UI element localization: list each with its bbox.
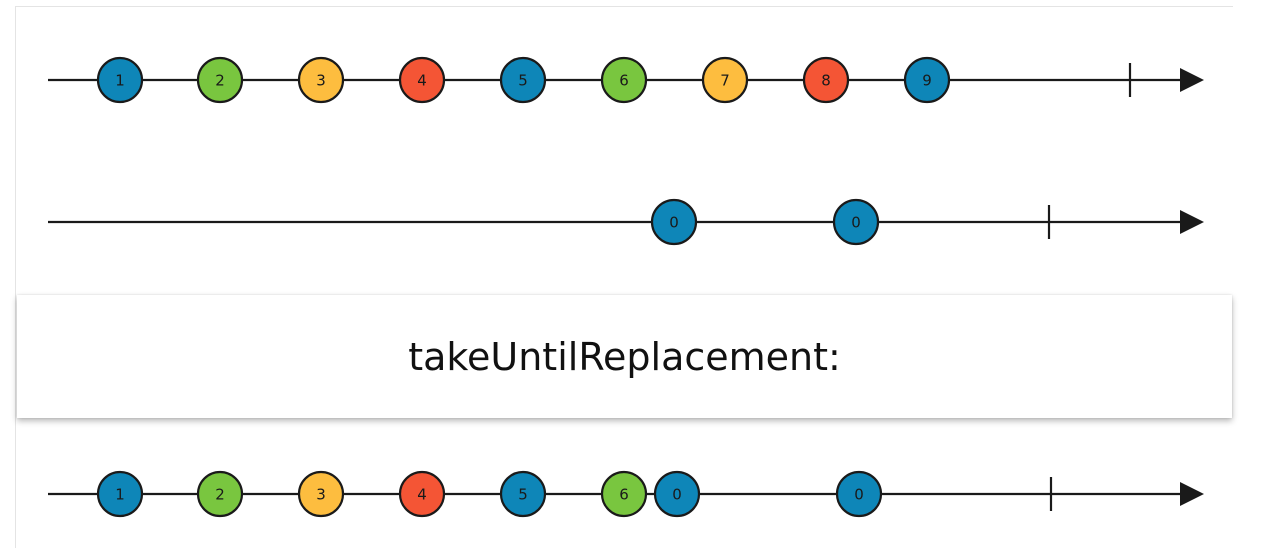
marble-label: 3: [316, 72, 326, 90]
marble-circle: [600, 56, 648, 104]
marble-circle: [701, 56, 749, 104]
marble: 1: [96, 470, 144, 518]
marble-circle: [802, 56, 850, 104]
source-timeline-svg: 1 2 3 4 5 6 7 8 9: [48, 56, 1204, 104]
marble: 0: [832, 198, 880, 246]
marble: 3: [297, 56, 345, 104]
marble-label: 7: [720, 72, 730, 90]
marble-circle: [196, 470, 244, 518]
marble: 5: [499, 470, 547, 518]
marble-circle: [297, 470, 345, 518]
operator-box: takeUntilReplacement:: [17, 295, 1232, 418]
arrow-head: [1180, 482, 1204, 506]
marble-circle: [600, 470, 648, 518]
marble-label: 0: [854, 486, 864, 504]
result-timeline-svg: 1 2 3 4 5 6 0 0: [48, 470, 1204, 518]
marble-label: 1: [115, 72, 125, 90]
marble-circle: [499, 56, 547, 104]
marble: 1: [96, 56, 144, 104]
marble-label: 2: [215, 72, 225, 90]
marble: 6: [600, 470, 648, 518]
marble-label: 5: [518, 486, 528, 504]
marble: 2: [196, 56, 244, 104]
marble: 5: [499, 56, 547, 104]
marble: 8: [802, 56, 850, 104]
marble: 0: [650, 198, 698, 246]
marble-circle: [835, 470, 883, 518]
marble-label: 0: [672, 486, 682, 504]
marble-label: 4: [417, 72, 427, 90]
diagram-frame: [15, 6, 1233, 548]
marble-label: 5: [518, 72, 528, 90]
marble-circle: [297, 56, 345, 104]
marble-circle: [832, 198, 880, 246]
marble: 2: [196, 470, 244, 518]
marble: 6: [600, 56, 648, 104]
marble-circle: [903, 56, 951, 104]
marble-circle: [650, 198, 698, 246]
marble-label: 8: [821, 72, 831, 90]
marble-circle: [398, 56, 446, 104]
marble: 9: [903, 56, 951, 104]
marble-circle: [653, 470, 701, 518]
marble: 7: [701, 56, 749, 104]
arrow-head: [1180, 68, 1204, 92]
source-timeline: 1 2 3 4 5 6 7 8 9: [0, 50, 1268, 110]
marble-label: 2: [215, 486, 225, 504]
marble-circle: [499, 470, 547, 518]
marble-circle: [196, 56, 244, 104]
marble: 0: [835, 470, 883, 518]
marble-circle: [398, 470, 446, 518]
marble-label: 4: [417, 486, 427, 504]
marble-label: 9: [922, 72, 932, 90]
marble-circle: [96, 470, 144, 518]
marble: 0: [653, 470, 701, 518]
marble-label: 3: [316, 486, 326, 504]
marble-label: 1: [115, 486, 125, 504]
marble-label: 6: [619, 486, 629, 504]
marble: 3: [297, 470, 345, 518]
operator-label: takeUntilReplacement:: [408, 334, 841, 379]
marble: 4: [398, 56, 446, 104]
marble-circle: [96, 56, 144, 104]
arrow-head: [1180, 210, 1204, 234]
marble-label: 0: [669, 214, 679, 232]
result-timeline: 1 2 3 4 5 6 0 0: [0, 464, 1268, 524]
marble-label: 0: [851, 214, 861, 232]
marble-label: 6: [619, 72, 629, 90]
marble: 4: [398, 470, 446, 518]
